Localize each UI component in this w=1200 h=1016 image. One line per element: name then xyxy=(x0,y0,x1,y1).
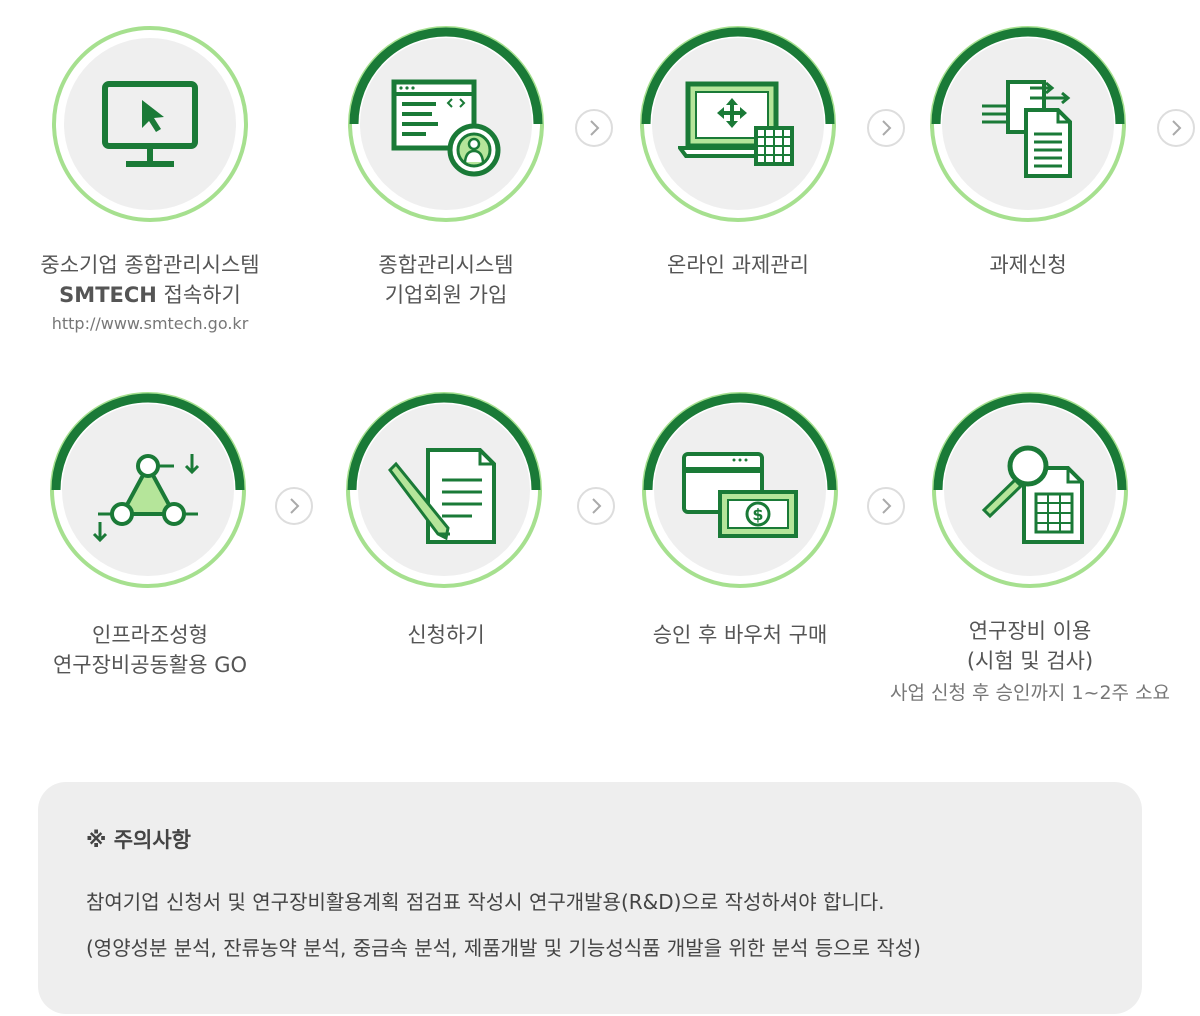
webpage-user-icon xyxy=(391,79,501,177)
step-3-circle xyxy=(638,24,838,224)
step-7-circle: $ xyxy=(640,390,840,590)
step-5-label: 인프라조성형 연구장비공동활용 GO xyxy=(0,620,300,680)
step-8-label: 연구장비 이용 (시험 및 검사) 사업 신청 후 승인까지 1~2주 소요 xyxy=(880,616,1180,710)
step-5-line2: 연구장비공동활용 GO xyxy=(52,653,248,677)
step-8-note: 사업 신청 후 승인까지 1~2주 소요 xyxy=(889,682,1171,704)
chevron-right-icon xyxy=(575,109,613,147)
notice-title: ※ 주의사항 xyxy=(86,828,192,852)
document-pen-icon xyxy=(388,448,496,544)
step-7-line1: 승인 후 바우처 구매 xyxy=(652,623,828,647)
notice-line-1: 참여기업 신청서 및 연구장비활용계획 점검표 작성시 연구개발용(R&D)으로… xyxy=(86,890,885,914)
step-2-line2: 기업회원 가입 xyxy=(384,283,508,307)
svg-text:$: $ xyxy=(752,505,763,524)
step-1-line2: 접속하기 xyxy=(156,283,241,307)
step-4-circle xyxy=(928,24,1128,224)
step-4-line1: 과제신청 xyxy=(989,253,1067,277)
network-nodes-icon xyxy=(92,454,200,543)
step-7-label: 승인 후 바우처 구매 xyxy=(590,620,890,650)
step-4-label: 과제신청 xyxy=(878,250,1178,280)
step-6-line1: 신청하기 xyxy=(407,623,485,647)
step-2-circle xyxy=(346,24,546,224)
chevron-right-icon xyxy=(1157,109,1195,147)
notice-box: ※ 주의사항 참여기업 신청서 및 연구장비활용계획 점검표 작성시 연구개발용… xyxy=(38,782,1142,1014)
step-5-line1: 인프라조성형 xyxy=(92,623,208,647)
step-6-circle xyxy=(344,390,544,590)
step-8-line2: (시험 및 검사) xyxy=(966,649,1094,673)
step-1-line1: 중소기업 종합관리시스템 xyxy=(40,253,260,277)
step-8-circle xyxy=(930,390,1130,590)
laptop-grid-icon xyxy=(678,81,794,166)
step-1-label: 중소기업 종합관리시스템 SMTECH 접속하기 http://www.smte… xyxy=(0,250,300,338)
notice-line-2: (영양성분 분석, 잔류농약 분석, 중금속 분석, 제품개발 및 기능성식품 … xyxy=(86,936,921,960)
chevron-right-icon xyxy=(867,487,905,525)
magnifier-calculator-icon xyxy=(981,445,1084,544)
monitor-cursor-icon xyxy=(102,81,198,167)
chevron-right-icon xyxy=(577,487,615,525)
card-money-icon: $ xyxy=(682,452,798,538)
step-2-line1: 종합관리시스템 xyxy=(378,253,514,277)
document-transfer-icon xyxy=(982,80,1072,178)
chevron-right-icon xyxy=(867,109,905,147)
step-8-line1: 연구장비 이용 xyxy=(968,619,1092,643)
step-5-circle xyxy=(48,390,248,590)
step-1-url[interactable]: http://www.smtech.go.kr xyxy=(51,314,249,333)
step-1-brand: SMTECH xyxy=(59,283,157,307)
step-3-label: 온라인 과제관리 xyxy=(588,250,888,280)
step-2-label: 종합관리시스템 기업회원 가입 xyxy=(296,250,596,310)
ring xyxy=(52,26,248,222)
step-3-line1: 온라인 과제관리 xyxy=(667,253,809,277)
chevron-right-icon xyxy=(275,487,313,525)
step-6-label: 신청하기 xyxy=(296,620,596,650)
step-1-circle xyxy=(50,24,250,224)
